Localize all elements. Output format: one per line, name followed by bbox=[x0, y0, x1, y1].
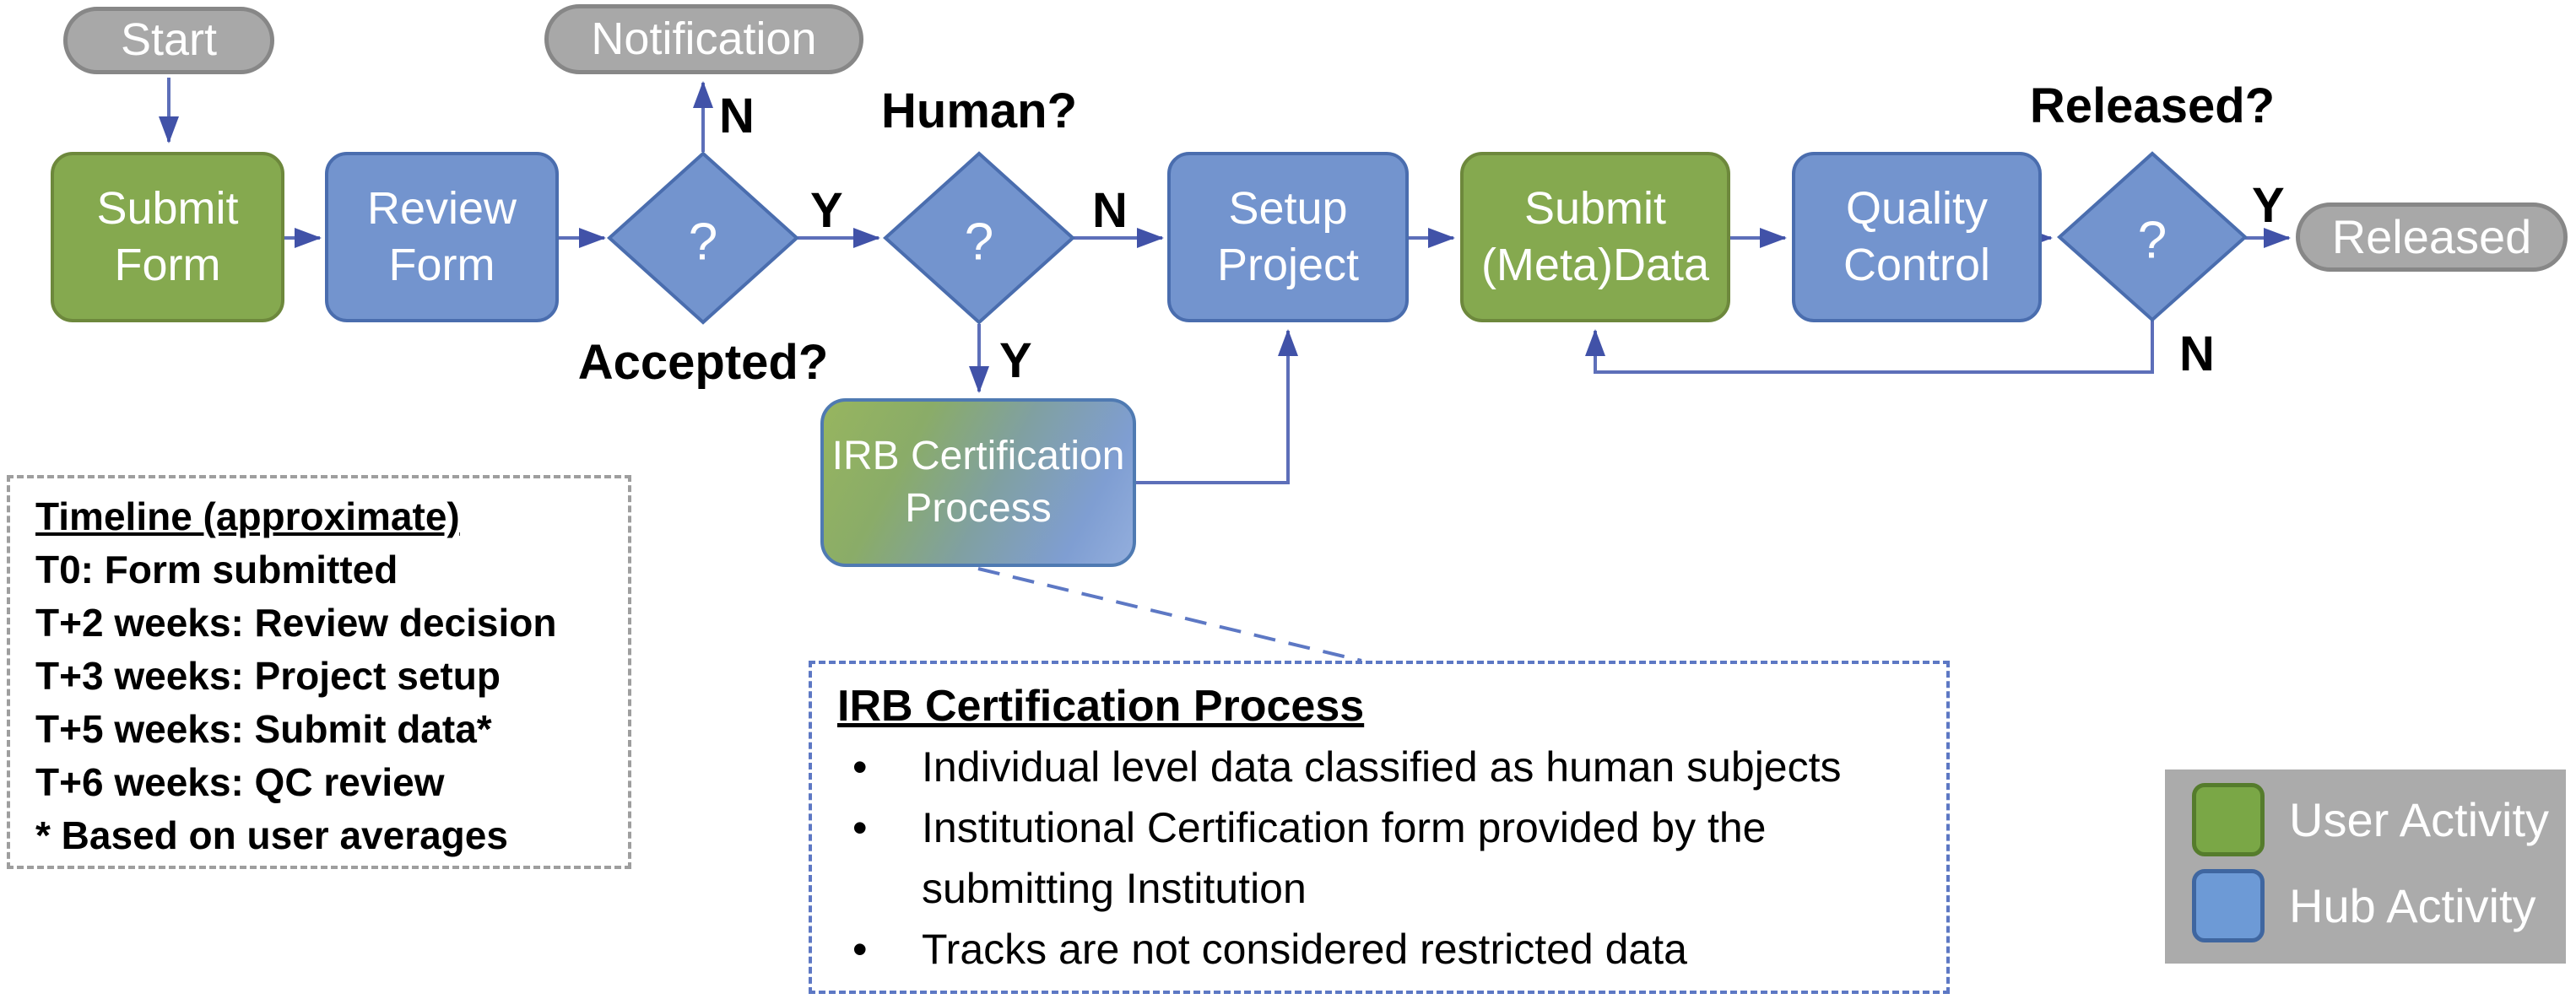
human-decision-diamond bbox=[883, 151, 1075, 325]
timeline-note-box: Timeline (approximate) T0: Form submitte… bbox=[7, 475, 631, 869]
timeline-line: * Based on user averages bbox=[35, 813, 508, 857]
timeline-line: T+3 weeks: Project setup bbox=[35, 654, 501, 698]
edge-released-n-to-submit-metadata bbox=[1585, 321, 2154, 374]
timeline-line: T0: Form submitted bbox=[35, 548, 398, 591]
accepted-yes-label: Y bbox=[810, 183, 843, 238]
timeline-line: T+5 weeks: Submit data* bbox=[35, 707, 492, 751]
released-question-label: Released? bbox=[2029, 78, 2276, 133]
legend-item-user-activity: User Activity bbox=[2192, 783, 2566, 856]
accepted-decision-diamond bbox=[607, 151, 799, 325]
node-submit-metadata: Submit (Meta)Data bbox=[1460, 152, 1730, 322]
human-question-label: Human? bbox=[881, 84, 1077, 138]
legend: User Activity Hub Activity bbox=[2165, 770, 2566, 964]
released-decision-mark: ? bbox=[2137, 211, 2167, 270]
released-yes-label: Y bbox=[2252, 178, 2285, 233]
released-decision-diamond bbox=[2057, 151, 2248, 322]
node-irb-certification-process: IRB Certification Process bbox=[820, 398, 1136, 567]
human-no-label: N bbox=[1092, 183, 1128, 238]
released-no-label: N bbox=[2179, 327, 2215, 381]
bullet-icon: • bbox=[852, 743, 868, 791]
irb-note-bullet: • Tracks are not considered restricted d… bbox=[837, 919, 1946, 980]
node-quality-control: Quality Control bbox=[1792, 152, 2042, 322]
callout-dashed-line bbox=[977, 567, 1362, 662]
irb-note-title: IRB Certification Process bbox=[837, 682, 1365, 731]
legend-item-hub-activity: Hub Activity bbox=[2192, 869, 2566, 942]
node-notification: Notification bbox=[544, 4, 863, 74]
node-start: Start bbox=[63, 7, 274, 74]
node-released: Released bbox=[2296, 202, 2568, 272]
node-review-form: Review Form bbox=[325, 152, 559, 322]
node-submit-form: Submit Form bbox=[51, 152, 284, 322]
node-setup-project: Setup Project bbox=[1167, 152, 1409, 322]
irb-note-box: IRB Certification Process • Individual l… bbox=[809, 661, 1950, 994]
edge-irb-to-setup-project bbox=[1136, 329, 1298, 484]
human-decision-mark: ? bbox=[964, 213, 994, 272]
accepted-no-label: N bbox=[719, 89, 755, 143]
bullet-icon: • bbox=[852, 804, 868, 851]
hub-activity-swatch bbox=[2192, 869, 2265, 942]
irb-note-bullet: • Individual level data classified as hu… bbox=[837, 737, 1946, 797]
human-yes-label: Y bbox=[999, 333, 1032, 388]
timeline-title: Timeline (approximate) bbox=[35, 494, 460, 538]
user-activity-swatch bbox=[2192, 783, 2265, 856]
accepted-decision-mark: ? bbox=[688, 213, 718, 272]
irb-note-bullet: • Institutional Certification form provi… bbox=[837, 797, 1946, 919]
bullet-icon: • bbox=[852, 926, 868, 973]
accepted-question-label: Accepted? bbox=[577, 335, 829, 390]
timeline-line: T+6 weeks: QC review bbox=[35, 760, 445, 804]
timeline-line: T+2 weeks: Review decision bbox=[35, 601, 557, 645]
